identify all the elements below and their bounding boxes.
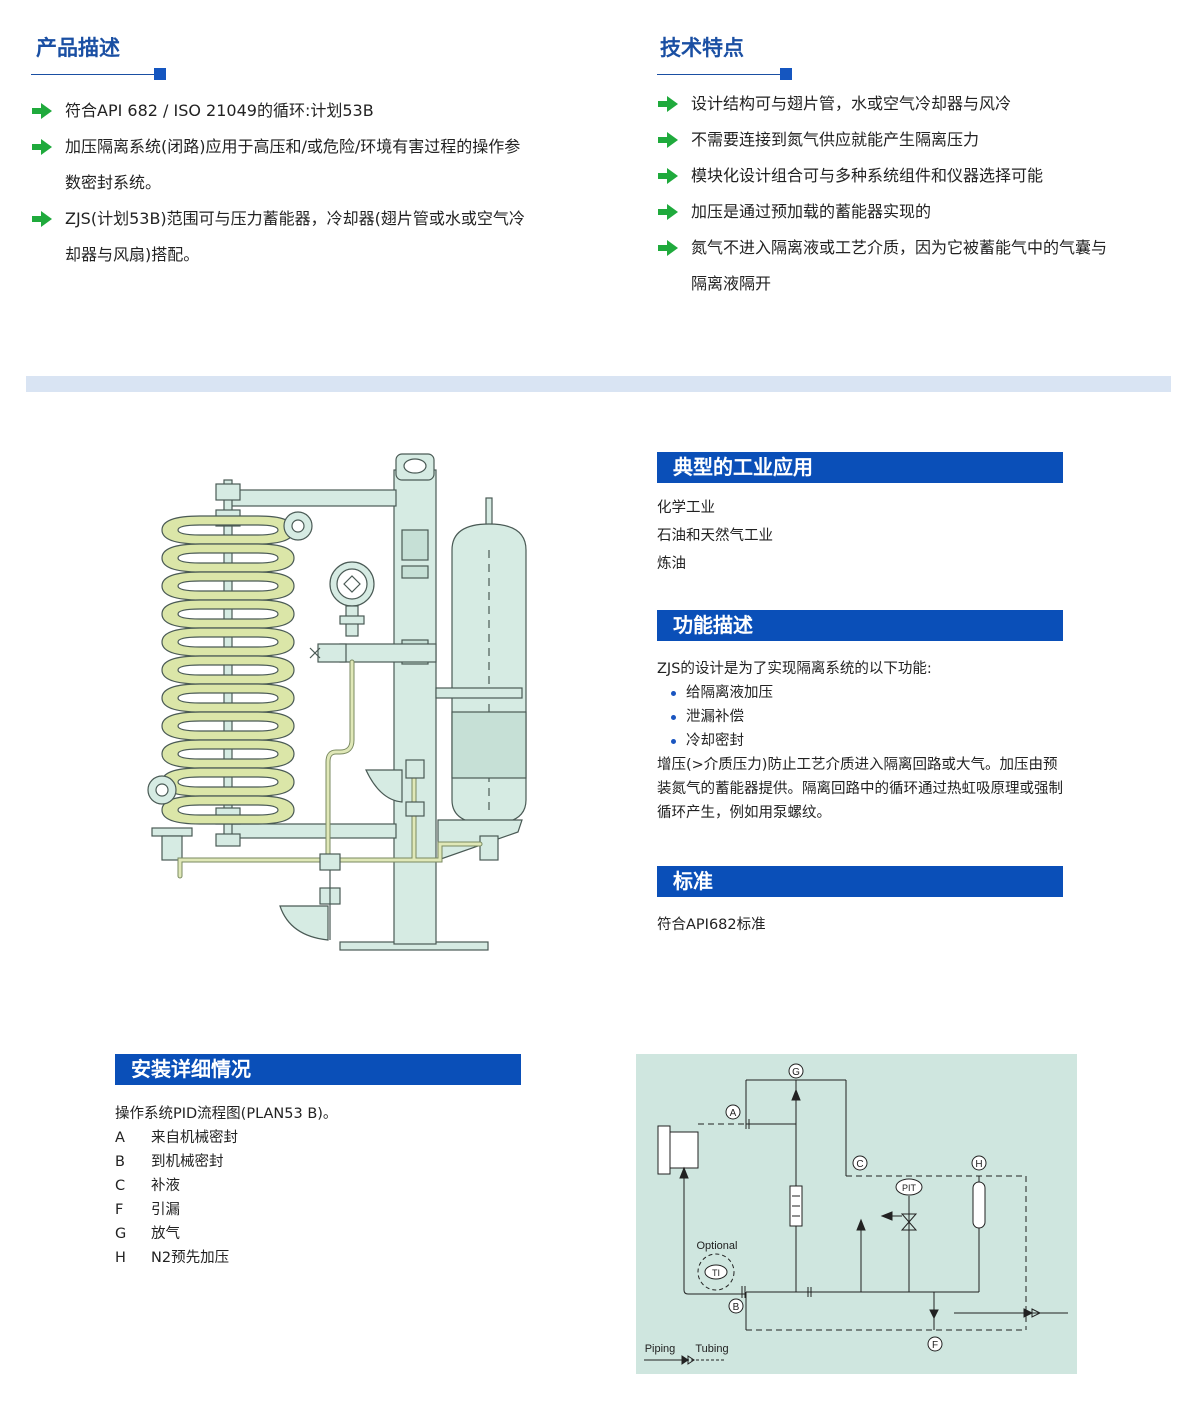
application-item: 炼油 bbox=[657, 556, 686, 572]
pid-label-ti: TI bbox=[712, 1268, 720, 1278]
technical-features-rule bbox=[657, 74, 781, 75]
arrow-right-icon bbox=[32, 139, 52, 155]
pid-label-b: B bbox=[733, 1302, 740, 1313]
standard-text: 符合API682标准 bbox=[657, 917, 766, 933]
application-item: 化学工业 bbox=[657, 500, 715, 516]
product-description-title: 产品描述 bbox=[36, 36, 120, 60]
arrow-right-icon bbox=[658, 168, 678, 184]
list-item: 不需要连接到氮气供应就能产生隔离压力 bbox=[657, 122, 1117, 158]
installation-intro: 操作系统PID流程图(PLAN53 B)。 bbox=[115, 1106, 338, 1122]
pid-label-pit: PIT bbox=[902, 1183, 917, 1193]
function-intro: ZJS的设计是为了实现隔离系统的以下功能: bbox=[657, 661, 932, 677]
list-item: 给隔离液加压 bbox=[657, 681, 773, 705]
pid-label-f: F bbox=[932, 1340, 938, 1351]
bullet-dot-icon bbox=[671, 739, 676, 744]
arrow-right-icon bbox=[658, 96, 678, 112]
pid-diagram: G A C H PIT B F TI Optional Piping Tubin… bbox=[636, 1054, 1077, 1374]
applications-header: 典型的工业应用 bbox=[657, 452, 1063, 483]
product-description-rule bbox=[31, 74, 155, 75]
arrow-right-icon bbox=[32, 211, 52, 227]
pid-optional-label: Optional bbox=[697, 1240, 738, 1252]
list-item: 加压是通过预加载的蓄能器实现的 bbox=[657, 194, 1117, 230]
pid-tubing-label: Tubing bbox=[695, 1343, 728, 1355]
list-item: 泄漏补偿 bbox=[657, 705, 773, 729]
section-divider bbox=[26, 376, 1171, 392]
function-detail: 增压(>介质压力)防止工艺介质进入隔离回路或大气。加压由预装氮气的蓄能器提供。隔… bbox=[657, 757, 1063, 821]
product-description-marker bbox=[154, 68, 166, 80]
pid-label-g: G bbox=[792, 1067, 800, 1078]
pid-piping-label: Piping bbox=[645, 1343, 676, 1355]
list-item: 冷却密封 bbox=[657, 729, 773, 753]
list-item: 设计结构可与翅片管，水或空气冷却器与风冷 bbox=[657, 86, 1117, 122]
list-item: 符合API 682 / ISO 21049的循环:计划53B bbox=[31, 93, 531, 129]
bullet-dot-icon bbox=[671, 691, 676, 696]
arrow-right-icon bbox=[658, 204, 678, 220]
list-item: 氮气不进入隔离液或工艺介质，因为它被蓄能气中的气囊与隔离液隔开 bbox=[657, 230, 1117, 302]
technical-features-list: 设计结构可与翅片管，水或空气冷却器与风冷 不需要连接到氮气供应就能产生隔离压力 … bbox=[657, 86, 1117, 302]
coil-loop bbox=[161, 795, 295, 825]
application-item: 石油和天然气工业 bbox=[657, 528, 773, 544]
product-description-list: 符合API 682 / ISO 21049的循环:计划53B 加压隔离系统(闭路… bbox=[31, 93, 531, 273]
pid-label-a: A bbox=[730, 1108, 737, 1119]
arrow-right-icon bbox=[658, 132, 678, 148]
equipment-illustration bbox=[147, 453, 527, 951]
bullet-dot-icon bbox=[671, 715, 676, 720]
coil-loops bbox=[161, 515, 295, 825]
technical-features-marker bbox=[780, 68, 792, 80]
function-bullets: 给隔离液加压 泄漏补偿 冷却密封 bbox=[657, 681, 773, 753]
function-header: 功能描述 bbox=[657, 610, 1063, 641]
arrow-right-icon bbox=[32, 103, 52, 119]
pid-background bbox=[636, 1054, 1077, 1374]
technical-features-title: 技术特点 bbox=[660, 36, 744, 60]
list-item: 加压隔离系统(闭路)应用于高压和/或危险/环境有害过程的操作参数密封系统。 bbox=[31, 129, 531, 201]
list-item: 模块化设计组合可与多种系统组件和仪器选择可能 bbox=[657, 158, 1117, 194]
installation-header: 安装详细情况 bbox=[115, 1054, 521, 1085]
arrow-right-icon bbox=[658, 240, 678, 256]
standard-header: 标准 bbox=[657, 866, 1063, 897]
pid-label-c: C bbox=[856, 1159, 863, 1170]
pid-label-h: H bbox=[975, 1159, 982, 1170]
list-item: ZJS(计划53B)范围可与压力蓄能器，冷却器(翅片管或水或空气冷却器与风扇)搭… bbox=[31, 201, 531, 273]
